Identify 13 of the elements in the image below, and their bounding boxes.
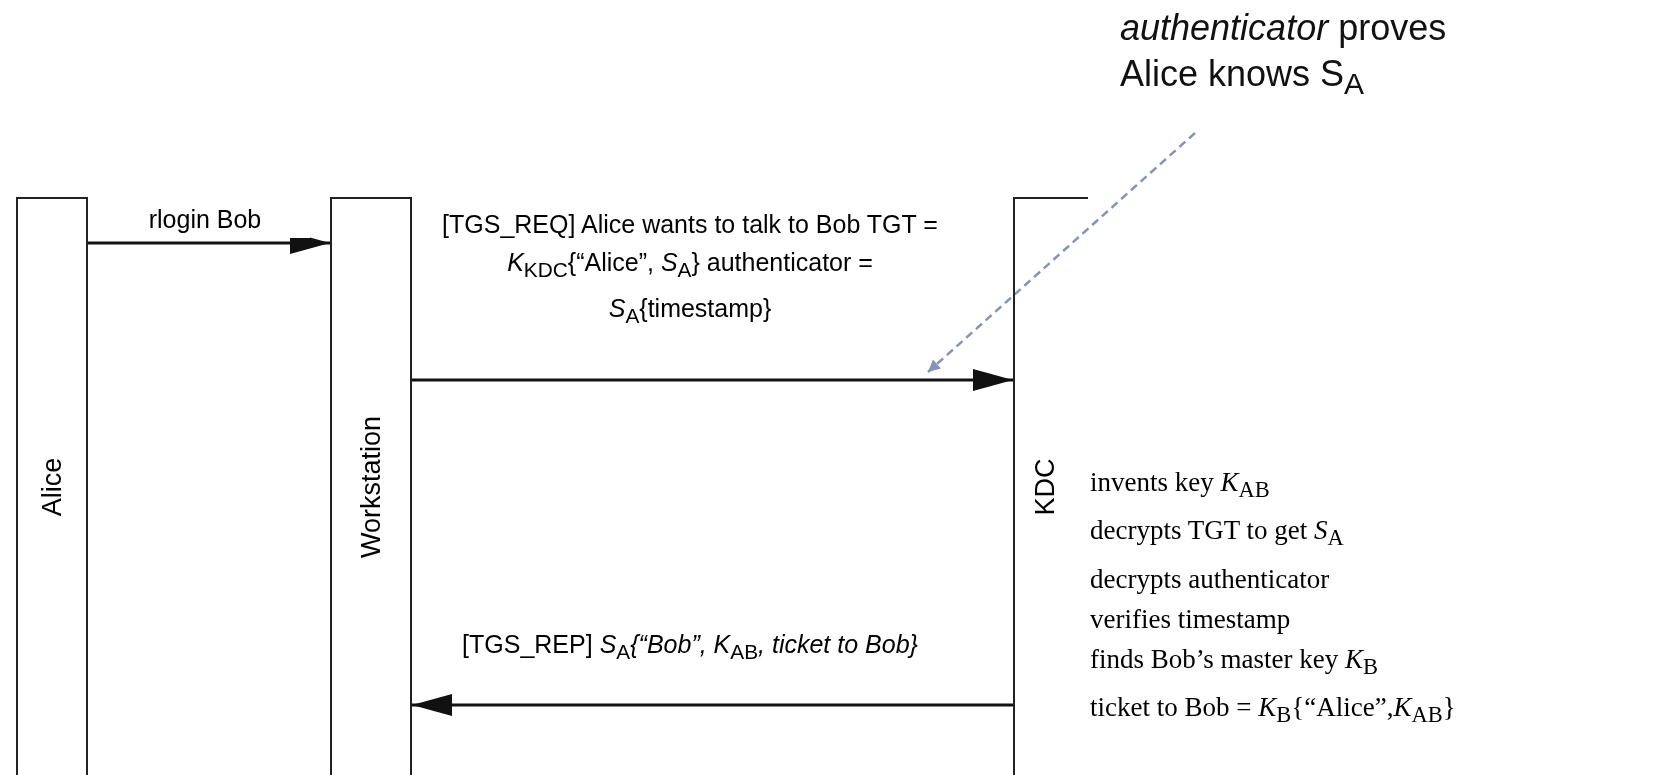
note-text: invents key K$_{AB}$ [1090, 466, 1271, 505]
lifeline-label: Workstation [355, 415, 387, 559]
note-text: verifies timestamp [1090, 602, 1292, 636]
note-text: decrypts TGT to get S$_{A}$ [1090, 514, 1345, 553]
lifeline-label: Alice [36, 457, 68, 517]
note-text: finds Bob’s master key K$_{B}$ [1090, 642, 1379, 682]
arrow [412, 694, 1013, 716]
leader-line [927, 132, 1196, 373]
note-text: decrypts authenticator [1090, 562, 1331, 596]
note-text: authenticator proves Alice knows S$_{A}$ [1120, 5, 1500, 125]
lifeline-label: KDC [1029, 458, 1061, 516]
arrow [412, 369, 1013, 391]
note-text: ticket to Bob = K$_{B}${“Alice”,K$_{AB}$} [1090, 691, 1456, 730]
